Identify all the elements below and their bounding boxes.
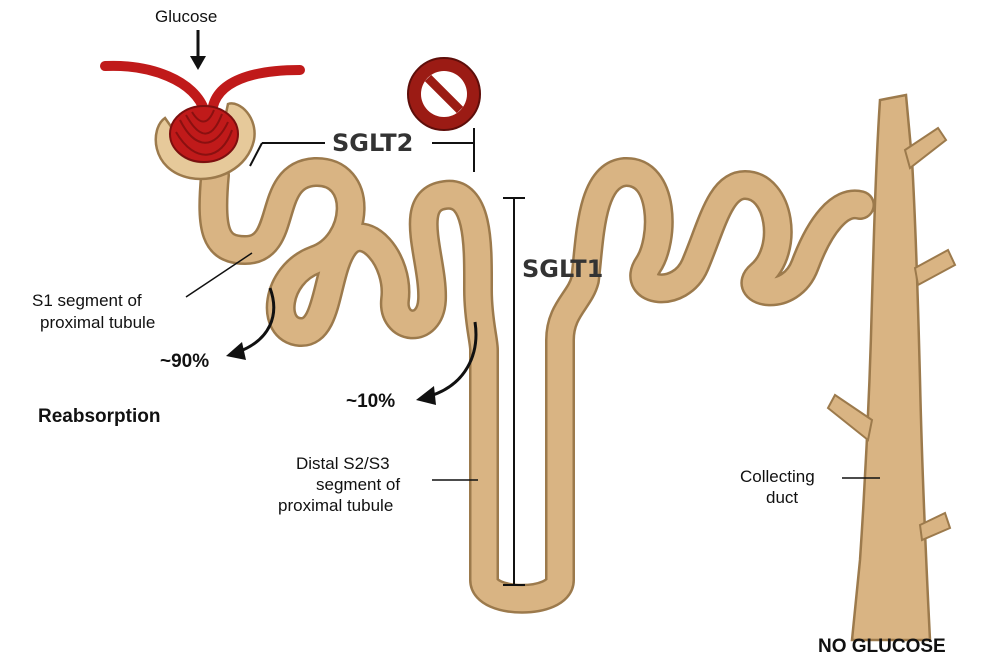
no-glucose-label: NO GLUCOSE [818, 636, 946, 656]
percent-90-label: ~90% [160, 351, 209, 372]
glomerulus [105, 66, 300, 179]
s1-label-line2: proximal tubule [40, 313, 155, 332]
sglt1-label: SGLT1 [522, 255, 603, 283]
distal-label-line1: Distal S2/S3 [296, 454, 390, 473]
s1-label-line1: S1 segment of [32, 291, 142, 310]
glucose-arrow [190, 30, 206, 70]
collecting-duct-label-line2: duct [766, 488, 798, 507]
reabsorption-label: Reabsorption [38, 406, 160, 427]
glucose-label: Glucose [155, 7, 217, 26]
distal-label-line2: segment of [316, 475, 400, 494]
distal-label-line3: proximal tubule [278, 496, 393, 515]
no-entry-icon [408, 58, 480, 130]
collecting-duct-label-line1: Collecting [740, 467, 815, 486]
nephron-tubule [213, 172, 860, 599]
sglt2-label: SGLT2 [332, 129, 413, 157]
percent-10-label: ~10% [346, 391, 395, 412]
s1-leader-line [186, 253, 252, 297]
collecting-duct [828, 95, 955, 640]
